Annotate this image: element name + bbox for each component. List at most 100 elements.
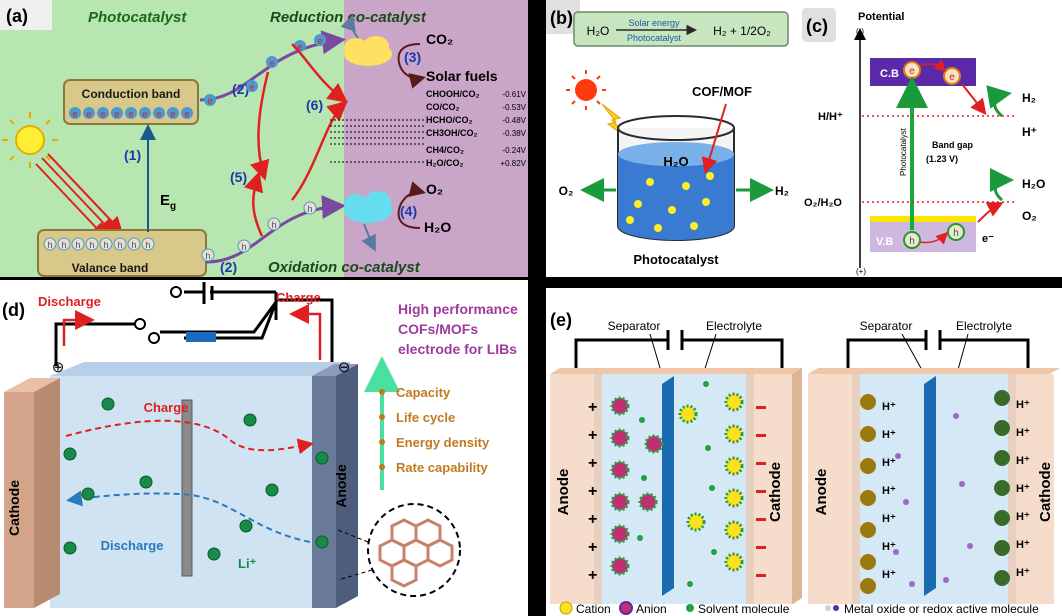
anode-top (312, 364, 358, 376)
pseudo-cathode-protons: H⁺H⁺ H⁺H⁺ H⁺H⁺ H⁺ (1016, 399, 1030, 579)
svg-text:H⁺: H⁺ (882, 485, 896, 497)
svg-text:h: h (75, 240, 80, 250)
vb-holes: h h h h h h h h (43, 237, 155, 251)
svg-text:H⁺: H⁺ (882, 457, 896, 469)
svg-text:e: e (72, 109, 77, 119)
reduction-title: Reduction co-catalyst (270, 9, 427, 26)
svg-text:e: e (269, 58, 274, 68)
li-ion-label: Li⁺ (238, 556, 257, 571)
oxidation-cocatalyst-cloud (344, 191, 392, 223)
edlc-solvent-molecules (637, 381, 717, 587)
svg-text:h: h (103, 240, 108, 250)
svg-text:h: h (241, 242, 246, 252)
pseudo-circuit (846, 330, 1030, 370)
svg-text:h: h (47, 240, 52, 250)
o2-label: O₂ (426, 181, 443, 197)
property-item: Energy density (396, 435, 490, 450)
pseudo-anode-redox-particles (860, 394, 876, 594)
panel-d-diagram: (d) Discharge Charge Cathode Anode ⊕ ⊖ C… (0, 280, 528, 616)
potential-couple: H₂O/CO₂ (426, 158, 464, 168)
h2o-label: H₂O (424, 219, 451, 235)
svg-text:H⁺: H⁺ (1016, 399, 1030, 411)
cofmof-particles (626, 172, 714, 232)
back-reaction-arrow-top (291, 43, 348, 104)
anode-side (336, 364, 358, 608)
svg-text:h: h (953, 228, 959, 239)
switch-contact-top (170, 286, 182, 298)
headline-line-1: High performance (398, 301, 518, 317)
svg-text:h: h (205, 251, 210, 261)
switch-contact-left (134, 318, 146, 330)
h2-label: H₂ (1022, 91, 1036, 105)
panel-a-diagram: (a) Photocatalyst Reduction co-catalyst … (0, 0, 528, 277)
band-gap-label: Eg (160, 192, 176, 212)
svg-text:e: e (100, 109, 105, 119)
framework-structure-icon (378, 518, 454, 588)
vb-hole-1: h (903, 231, 921, 249)
potential-value: +0.82V (500, 159, 526, 168)
potential-value: -0.24V (502, 146, 526, 155)
svg-text:H⁺: H⁺ (1016, 455, 1030, 467)
reaction-products: H₂ + 1/2O₂ (713, 24, 771, 38)
hplus-label: H⁺ (1022, 125, 1037, 139)
svg-text:e: e (909, 66, 915, 77)
svg-text:e: e (249, 82, 254, 92)
cb-transfer-arrow (919, 59, 947, 73)
cb-electron-2: e (943, 67, 961, 85)
cell-top-face (50, 362, 350, 376)
step-2-top-label: (2) (232, 81, 249, 97)
o2-label: O₂ (1022, 209, 1037, 223)
cb-label: C.B (880, 68, 899, 80)
potential-couple: HCHO/CO₂ (426, 115, 473, 125)
panel-a-photocatalysis-co2: (a) Photocatalyst Reduction co-catalyst … (0, 0, 528, 277)
recombination-arrow-up (243, 171, 264, 237)
cathode-top (4, 378, 60, 392)
svg-text:h: h (307, 204, 312, 214)
potential-value: -0.53V (502, 103, 526, 112)
discharge-flow-arrow (62, 310, 95, 346)
recombination-arrow-down (250, 71, 270, 181)
panel-c-band-diagram: (c) Potential (-) (+) C.B e e V.B h h Ph… (800, 0, 1062, 277)
co2-reduction-arrow (397, 43, 426, 89)
pseudo-cathode-redox-particles (994, 390, 1010, 586)
vb-transfer-arrow (919, 231, 949, 245)
positive-terminal: ⊕ (52, 359, 65, 376)
vb-hole-2: h (947, 223, 965, 241)
reaction-box (573, 11, 789, 47)
edlc-circuit (574, 330, 784, 370)
e-minus-label: e⁻ (982, 233, 994, 245)
pseudocapacitor-cell: Separator Electrolyte Anode Cathode H⁺H⁺… (808, 319, 1060, 604)
vb-top-edge (870, 216, 976, 222)
cofmof-pointer (701, 103, 727, 174)
step-4-label: (4) (400, 203, 417, 219)
property-item: Capacity (396, 385, 451, 400)
step-5-label: (5) (230, 169, 247, 185)
potential-value: -0.48V (502, 116, 526, 125)
svg-text:e: e (184, 109, 189, 119)
panel-e-diagram: (e) Separator Electrolyte Anode Cathode … (546, 288, 1062, 616)
sun-icon (566, 70, 606, 110)
svg-text:+: + (588, 511, 597, 528)
headline-line-3: electrode for LIBs (398, 341, 517, 357)
photocatalyst-title: Photocatalyst (88, 9, 187, 26)
redox-legend-icon-dark (833, 605, 839, 611)
panel-c-label: (c) (806, 16, 828, 36)
svg-text:e: e (86, 109, 91, 119)
svg-text:+: + (588, 399, 597, 416)
svg-text:h: h (909, 236, 915, 247)
redox-legend-label: Metal oxide or redox active molecule (844, 602, 1039, 616)
svg-text:h: h (89, 240, 94, 250)
h2-label: H₂ (775, 184, 789, 198)
potential-couple: CO/CO₂ (426, 102, 460, 112)
step-2-bottom-label: (2) (220, 259, 237, 275)
beaker-h2o-label: H₂O (663, 154, 688, 169)
svg-text:H⁺: H⁺ (1016, 567, 1030, 579)
svg-text:+: + (588, 455, 597, 472)
svg-text:H⁺: H⁺ (882, 513, 896, 525)
potential-plus: (+) (856, 267, 866, 276)
edlc-cathode-label: Cathode (767, 462, 784, 522)
panel-e-supercapacitor: (e) Separator Electrolyte Anode Cathode … (546, 288, 1062, 616)
reaction-reactant: H₂O (587, 24, 610, 38)
pseudo-anode-label: Anode (813, 469, 830, 516)
edlc-cell: Separator Electrolyte Anode Cathode +++ … (550, 319, 802, 604)
